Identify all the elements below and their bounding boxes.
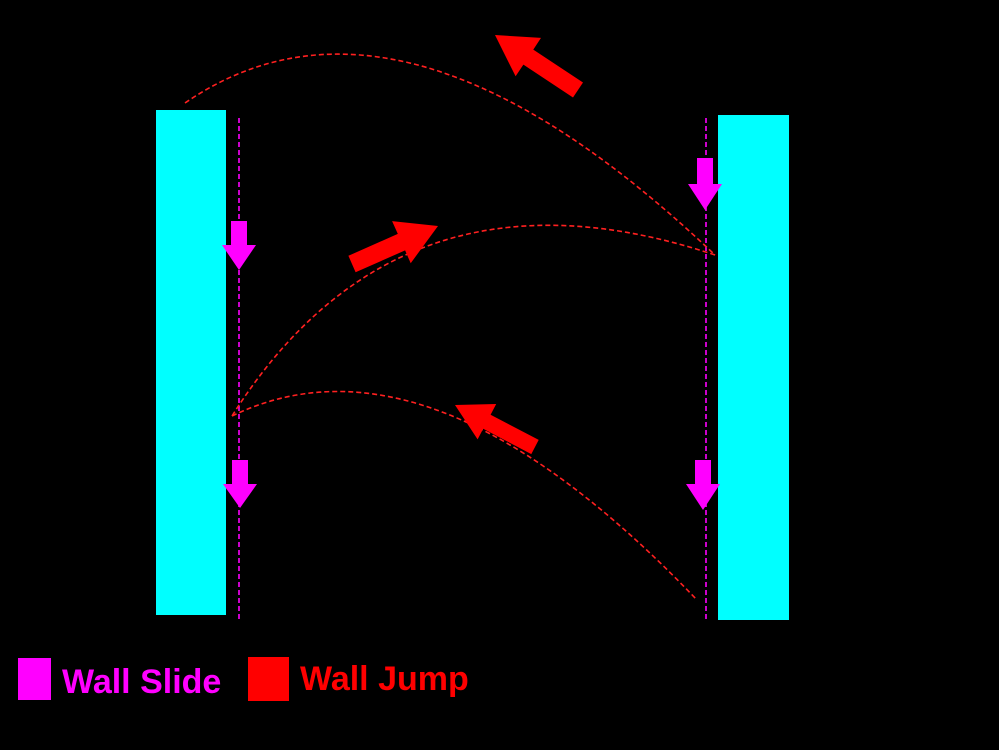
wall-slide-legend-label: Wall Slide — [62, 663, 222, 701]
slide-down-arrow-left-upper — [222, 221, 256, 270]
slide-down-arrow-right-lower — [686, 460, 720, 510]
jump-arrow-bottom — [455, 404, 539, 455]
jump-trajectory-middle — [231, 224, 716, 417]
jump-trajectory-bottom — [231, 390, 698, 601]
wall-slide-swatch — [18, 658, 51, 700]
slide-down-arrow-left-lower — [223, 460, 257, 508]
jump-arrow-middle — [348, 221, 438, 273]
left-wall — [156, 110, 226, 615]
wall-jump-legend-label: Wall Jump — [300, 660, 469, 698]
jump-trajectory-top — [184, 53, 716, 256]
slide-down-arrow-right-upper — [688, 158, 722, 210]
wall-jump-swatch — [248, 657, 289, 701]
jump-arrow-top — [495, 35, 583, 98]
right-wall — [718, 115, 789, 620]
